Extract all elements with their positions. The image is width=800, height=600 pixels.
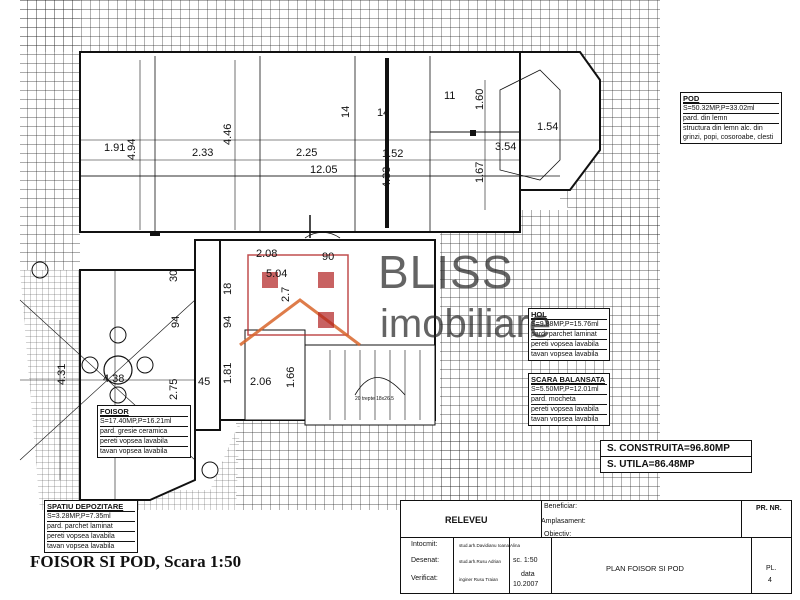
beneficiar-label: Beneficiar: — [544, 503, 578, 510]
dim-2-75: 2.75 — [168, 378, 180, 400]
dim-14-b: 14 — [377, 107, 390, 119]
desenat-label: Desenat: — [411, 557, 440, 564]
amplasament-label: Amplasament: — [541, 518, 586, 525]
room-foisor-floor: pard. gresie ceramica — [100, 427, 188, 437]
room-pod-area: S=50.32MP,P=33.02ml — [683, 104, 779, 114]
drawing-title: FOISOR SI POD, Scara 1:50 — [30, 552, 242, 571]
room-spatiu-walls: pereti vopsea lavabila — [47, 532, 135, 542]
room-hol-walls: pereti vopsea lavabila — [531, 340, 607, 350]
room-hol: HOL S=9.88MP,P=15.76ml pard. parchet lam… — [528, 308, 610, 361]
title-block: RELEVEU Beneficiar: Amplasament: Obiecti… — [400, 500, 792, 594]
dim-4-46: 4.46 — [222, 123, 234, 145]
dim-11: 11 — [444, 90, 456, 102]
bliss-logo-mark — [239, 254, 361, 347]
room-foisor-ceiling: tavan vopsea lavabila — [100, 448, 168, 455]
dim-2-25: 2.25 — [296, 147, 318, 159]
room-spatiu-ceiling: tavan vopsea lavabila — [47, 543, 115, 550]
room-scara-ceiling: tavan vopsea lavabila — [531, 416, 599, 423]
verificat-label: Verificat: — [411, 575, 438, 582]
date-value: 10.2007 — [513, 581, 539, 588]
dim-94-a: 94 — [170, 315, 182, 328]
area-totals: S. CONSTRUITA=96.80MP S. UTILA=86.48MP — [600, 440, 752, 473]
dim-5-04: 5.04 — [266, 268, 288, 280]
pr-nr-cell: PR. NR. — [741, 501, 792, 538]
releveu-label: RELEVEU — [445, 515, 488, 525]
dim-12-05: 12.05 — [310, 164, 338, 176]
room-scara-walls: pereti vopsea lavabila — [531, 405, 607, 415]
watermark-subtitle: imobiliare — [380, 302, 552, 346]
room-pod-floor: pard. din lemn — [683, 114, 779, 124]
dim-1-91: 1.91 — [104, 142, 126, 154]
dim-1-60: 1.60 — [474, 88, 486, 110]
room-pod-name: POD — [683, 94, 779, 104]
dim-3-54: 3.54 — [495, 141, 517, 153]
dim-90: 90 — [322, 251, 335, 263]
dim-1-67: 1.67 — [474, 161, 486, 183]
dim-14-a: 14 — [340, 105, 352, 118]
dim-2-08: 2.08 — [256, 248, 278, 260]
dim-18: 18 — [222, 282, 234, 295]
room-foisor-name: FOISOR — [100, 407, 188, 417]
dimension-lines — [59, 60, 520, 480]
stair-label: 20 trepte 18x26.5 — [355, 396, 394, 402]
room-hol-name: HOL — [531, 310, 607, 320]
dim-4-38: 4.38 — [103, 373, 125, 385]
plan-name: PLAN FOISOR SI POD — [606, 564, 684, 573]
total-built-area: S. CONSTRUITA=96.80MP — [601, 441, 751, 457]
room-spatiu-floor: pard. parchet laminat — [47, 522, 135, 532]
plate-number: 4 — [768, 577, 772, 584]
dim-1-54: 1.54 — [537, 121, 559, 133]
room-pod-structure: structura din lemn alc. din grinzi, popi… — [683, 125, 774, 141]
dim-2-06: 2.06 — [250, 376, 272, 388]
room-pod: POD S=50.32MP,P=33.02ml pard. din lemn s… — [680, 92, 782, 144]
dim-4-31: 4.31 — [56, 363, 68, 385]
dim-2-33: 2.33 — [192, 147, 214, 159]
pr-nr-label: PR. NR. — [756, 505, 782, 512]
dim-94-b: 94 — [222, 315, 234, 328]
dim-30: 30 — [168, 269, 180, 282]
dim-1-81: 1.81 — [222, 362, 234, 384]
room-scara: SCARA BALANSATA S=5.50MP,P=12.01ml pard.… — [528, 373, 610, 426]
room-hol-floor: pard. parchet laminat — [531, 330, 607, 340]
room-foisor-walls: pereti vopsea lavabila — [100, 437, 188, 447]
room-scara-area: S=5.50MP,P=12.01ml — [531, 385, 607, 395]
room-foisor-area: S=17.40MP,P=16.21ml — [100, 417, 188, 427]
intocmit-label: Intocmit: — [411, 541, 438, 548]
dim-4-94: 4.94 — [126, 138, 138, 160]
obiectiv-label: Obiectiv: — [544, 531, 572, 538]
room-scara-name: SCARA BALANSATA — [531, 375, 607, 385]
attic-room — [79, 51, 601, 236]
hall-area — [194, 215, 436, 431]
total-usable-area: S. UTILA=86.48MP — [607, 459, 695, 470]
dim-2-7: 2.7 — [280, 286, 292, 302]
plate-cell: PL. 4 — [751, 537, 792, 593]
room-hol-area: S=9.88MP,P=15.76ml — [531, 320, 607, 330]
dim-45: 45 — [198, 376, 211, 388]
plate-label: PL. — [766, 565, 777, 572]
dim-4-33: 4.33 — [381, 166, 393, 188]
watermark-brand: BLISS — [378, 246, 514, 298]
intocmit-name: stud.arh.Davidianu Ioana Alina — [459, 543, 521, 548]
releveu-cell: RELEVEU — [401, 501, 542, 538]
data-label: data — [521, 571, 535, 578]
desenat-name: stud.arh.Rusu Adrian — [459, 559, 502, 564]
room-scara-floor: pard. mocheta — [531, 395, 607, 405]
room-spatiu-name: SPATIU DEPOZITARE — [47, 502, 135, 512]
verificat-name: inginer Rusu Traian — [459, 577, 499, 582]
room-spatiu: SPATIU DEPOZITARE S=3.28MP,P=7.35ml pard… — [44, 500, 138, 553]
room-hol-ceiling: tavan vopsea lavabila — [531, 351, 599, 358]
room-spatiu-area: S=3.28MP,P=7.35ml — [47, 512, 135, 522]
dim-1-52: 1.52 — [382, 148, 404, 160]
scale-label: sc. 1:50 — [513, 557, 538, 564]
dim-1-66: 1.66 — [285, 366, 297, 388]
room-foisor: FOISOR S=17.40MP,P=16.21ml pard. gresie … — [97, 405, 191, 458]
